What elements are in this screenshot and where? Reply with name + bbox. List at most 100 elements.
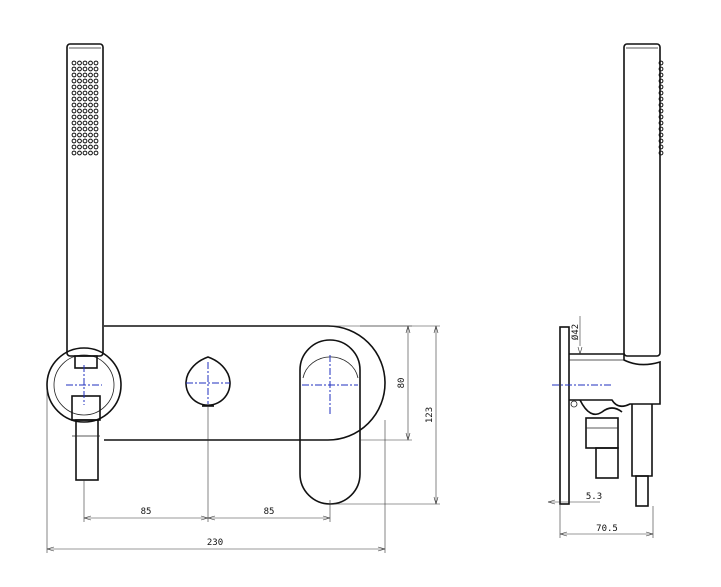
nozzle-dot-side (658, 144, 664, 150)
nozzle-dot (77, 132, 82, 138)
nozzle-dot (88, 150, 93, 156)
nozzle-dot (71, 84, 77, 90)
nozzle-dot-side (658, 132, 664, 138)
nozzle-dot-side (658, 66, 664, 72)
dim-spacing-left: 85 (141, 507, 152, 517)
nozzle-dot (93, 120, 99, 126)
hand-shower-side (623, 43, 661, 357)
holder-arm-side (569, 353, 661, 408)
nozzle-dot (71, 60, 77, 66)
nozzle-dot (93, 96, 99, 102)
nozzle-dot (77, 138, 82, 144)
nozzle-dot-side (658, 120, 664, 126)
nozzle-dot (77, 72, 82, 78)
nozzle-dot (82, 144, 88, 150)
nozzle-dot-side (658, 90, 664, 96)
nozzle-dot (71, 114, 77, 120)
wall-flange-side (559, 326, 570, 505)
dim-overall-depth: 70.5 (596, 524, 618, 534)
nozzle-dot (88, 102, 93, 108)
nozzle-dot-side (658, 60, 664, 66)
side-view: Ø42 5.3 70.5 (547, 43, 664, 538)
nozzle-dot-side (658, 96, 664, 102)
nozzle-dot (93, 102, 99, 108)
valve-body-side (585, 417, 619, 449)
nozzle-dot (71, 96, 77, 102)
nozzle-dot (88, 84, 93, 90)
dim-overall-width: 230 (207, 538, 223, 548)
hose-outlet-side (631, 404, 653, 477)
nozzle-dot (82, 78, 88, 84)
nozzle-dot (88, 126, 93, 132)
nozzle-dot (88, 114, 93, 120)
spray-nozzle-grid (71, 60, 99, 156)
nozzle-dot (77, 150, 82, 156)
nozzle-dot (77, 126, 82, 132)
nozzle-dot (93, 60, 99, 66)
nozzle-dot (77, 84, 82, 90)
nozzle-dot (77, 120, 82, 126)
nozzle-dot (71, 72, 77, 78)
hose-connector (75, 419, 99, 481)
nozzle-dot (93, 90, 99, 96)
nozzle-dot (88, 144, 93, 150)
nozzle-dot (82, 108, 88, 114)
hose-outlet (71, 395, 101, 421)
nozzle-dot (88, 72, 93, 78)
nozzle-dot (88, 60, 93, 66)
dim-pipe-diameter: Ø42 (570, 324, 581, 340)
nozzle-dot (82, 84, 88, 90)
nozzle-dot (93, 84, 99, 90)
nozzle-dot (77, 108, 82, 114)
wall-flange-left (46, 347, 122, 423)
nozzle-dot (82, 120, 88, 126)
nozzle-dot (93, 126, 99, 132)
nozzle-dot (88, 108, 93, 114)
nozzle-dot (82, 90, 88, 96)
dim-overall-height: 123 (425, 407, 435, 423)
nozzle-dot-side (658, 138, 664, 144)
nozzle-dot (82, 114, 88, 120)
nozzle-dot (82, 60, 88, 66)
hose-connector-side (635, 475, 649, 507)
nozzle-dot (71, 78, 77, 84)
nozzle-dot (88, 138, 93, 144)
nozzle-dot (82, 96, 88, 102)
nozzle-dot (88, 96, 93, 102)
nozzle-dot (82, 150, 88, 156)
nozzle-dot (88, 120, 93, 126)
dim-spacing-right: 85 (264, 507, 275, 517)
nozzle-dot (71, 144, 77, 150)
nozzle-dot (71, 90, 77, 96)
front-view: 85 85 230 80 123 (46, 43, 440, 553)
nozzle-dot (71, 102, 77, 108)
shower-holder (74, 355, 98, 369)
nozzle-dot (77, 66, 82, 72)
nozzle-dot-side (658, 114, 664, 120)
nozzle-dot (71, 132, 77, 138)
nozzle-dot (93, 132, 99, 138)
nozzle-dot (71, 66, 77, 72)
nozzle-dot (88, 90, 93, 96)
dim-offset: 5.3 (586, 492, 602, 502)
nozzle-dot (77, 78, 82, 84)
nozzle-dot (93, 138, 99, 144)
nozzle-dot (93, 66, 99, 72)
valve-nut-side (595, 447, 619, 479)
nozzle-dot (77, 96, 82, 102)
nozzle-dot-side (658, 84, 664, 90)
nozzle-dot (88, 132, 93, 138)
back-plate (104, 325, 386, 441)
nozzle-dot (88, 78, 93, 84)
nozzle-dot (71, 108, 77, 114)
nozzle-dot (71, 120, 77, 126)
nozzle-dot (77, 144, 82, 150)
spray-nozzle-side (658, 60, 664, 156)
nozzle-dot (93, 114, 99, 120)
nozzle-dot (71, 138, 77, 144)
nozzle-dot-side (658, 126, 664, 132)
nozzle-dot (88, 66, 93, 72)
nozzle-dot (82, 132, 88, 138)
nozzle-dot (82, 66, 88, 72)
